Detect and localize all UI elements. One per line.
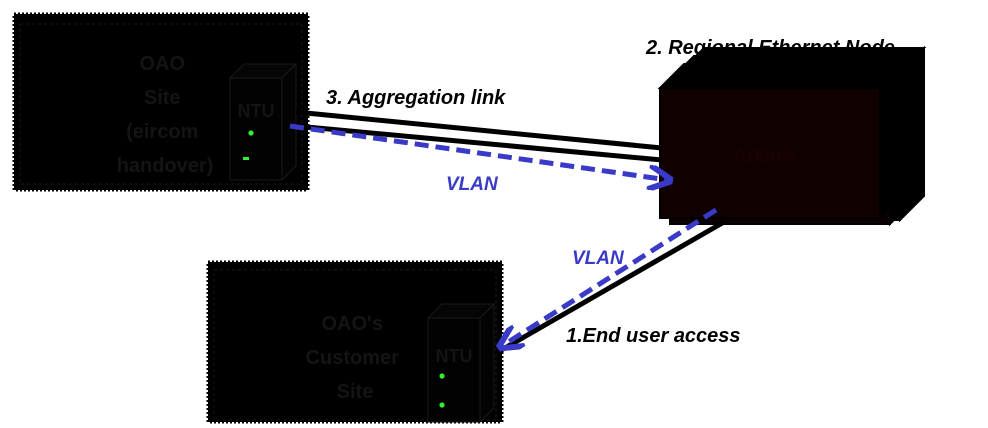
access-link-label: 1.End user access [566,325,741,347]
oao-site-label-line: Site [144,87,181,109]
oao-ntu-device: NTU [228,62,298,182]
regional-node-box: Arklow [657,45,927,227]
aggregation-link [295,109,663,163]
oao-site-label: OAO Site (eircom handover) [117,53,214,177]
regional-node-caption: 2. Regional Ethernet Node [645,37,895,59]
aggregation-vlan-arrow [289,123,668,180]
led-indicator [439,402,445,408]
oao-site-box: OAO Site (eircom handover) [12,12,310,192]
customer-ntu-label: NTU [436,346,473,366]
customer-site-label-line: OAO's [322,313,383,335]
oao-site-label-line: OAO [139,53,185,75]
access-link [496,219,726,355]
customer-ntu-device: NTU [426,302,496,424]
aggregation-vlan-label: VLAN [446,174,499,195]
customer-site-label-line: Site [337,381,374,403]
aggregation-link-label: 3. Aggregation link [326,87,506,109]
led-indicator [439,373,445,379]
led-indicator [248,130,254,136]
customer-site-label-line: Customer [306,347,400,369]
oao-ntu-label: NTU [238,101,275,121]
access-vlan-label: VLAN [572,248,625,269]
oao-site-label-line: handover) [117,155,214,177]
access-vlan-arrow [502,207,718,346]
oao-site-label-line: (eircom [126,121,198,143]
led-indicator [243,157,249,160]
customer-site-label: OAO's Customer Site [306,313,405,403]
regional-node-label: Arklow [733,146,797,167]
